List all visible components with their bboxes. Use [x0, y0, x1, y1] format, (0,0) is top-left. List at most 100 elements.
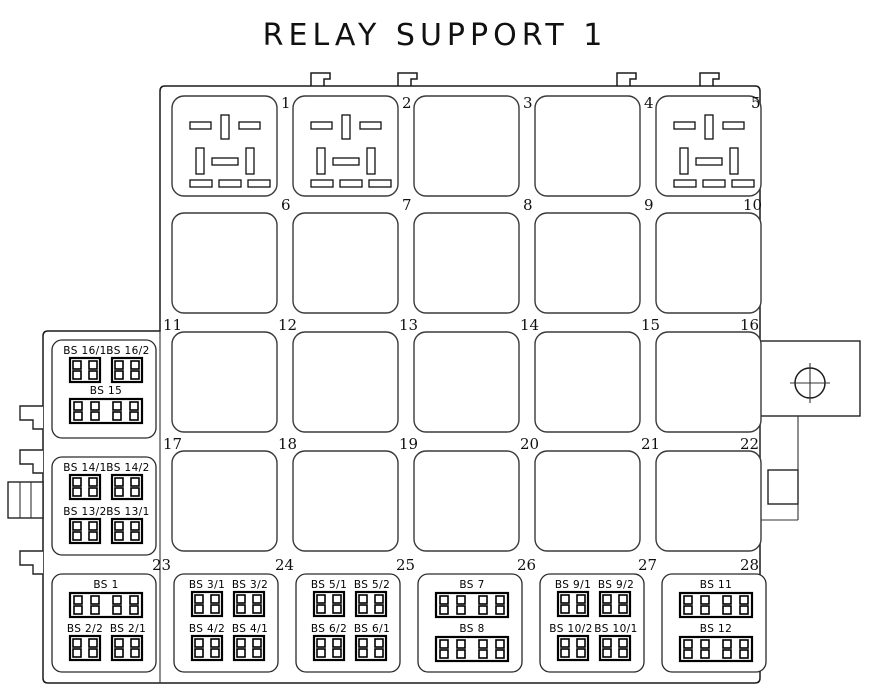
grid-number-12: 12	[278, 316, 297, 334]
relay-socket-11[interactable]	[171, 331, 278, 433]
pin-block-bs-11	[678, 591, 754, 619]
fuse-label-bs-5-1: BS 5/1	[311, 579, 347, 591]
relay-pin-pattern	[673, 114, 755, 188]
fuse-group-9-10[interactable]: BS 9/1 BS 9/2 BS 10/2 BS 10/1	[539, 573, 645, 673]
grid-number-5: 5	[751, 94, 761, 112]
grid-number-19: 19	[399, 435, 418, 453]
fuse-group-5-6[interactable]: BS 5/1 BS 5/2 BS 6/2 BS 6/1	[295, 573, 401, 673]
left-connector	[7, 481, 44, 519]
relay-grid	[171, 95, 762, 552]
fuse-group-3-4[interactable]: BS 3/1 BS 3/2 BS 4/2 BS 4/1	[173, 573, 279, 673]
pin-block-bs-1	[68, 591, 144, 619]
main-housing-outline	[42, 85, 761, 684]
left-clip-1	[19, 405, 43, 430]
relay-socket-6[interactable]	[171, 212, 278, 314]
fuse-label-bs-12: BS 12	[700, 623, 732, 635]
housing-body	[42, 85, 761, 684]
pin-block-bs-7	[434, 591, 510, 619]
relay-pin-pattern	[189, 114, 271, 188]
grid-number-1: 1	[281, 94, 291, 112]
relay-socket-2[interactable]	[292, 95, 399, 197]
left-clip-3	[19, 550, 43, 575]
grid-number-27: 27	[638, 556, 657, 574]
grid-number-7: 7	[402, 196, 412, 214]
relay-socket-7[interactable]	[292, 212, 399, 314]
relay-socket-4[interactable]	[534, 95, 641, 197]
fuse-group-11-12[interactable]: BS 11 BS 12	[661, 573, 767, 673]
grid-number-26: 26	[517, 556, 536, 574]
page-title: RELAY SUPPORT 1	[263, 18, 608, 53]
pin-block-bs-14-2	[110, 473, 144, 501]
pin-block-bs-13-2	[68, 517, 102, 545]
grid-numbers: 1 2 3 4 5 6 7 8 9 10 11 12 13 14 15 16 1…	[152, 94, 762, 574]
left-side-hardware	[7, 405, 44, 575]
relay-socket-14[interactable]	[534, 331, 641, 433]
pin-block-bs-12	[678, 635, 754, 663]
top-tab-3	[616, 72, 637, 86]
grid-number-28: 28	[740, 556, 759, 574]
fuse-label-bs-7: BS 7	[459, 579, 484, 591]
grid-number-11: 11	[163, 316, 182, 334]
grid-number-13: 13	[399, 316, 418, 334]
relay-socket-8[interactable]	[413, 212, 520, 314]
pin-block-bs-6-1	[354, 634, 388, 662]
pin-block-bs-6-2	[312, 634, 346, 662]
pin-block-bs-15	[68, 397, 144, 425]
relay-socket-19[interactable]	[413, 450, 520, 552]
fuse-group-16-15[interactable]: BS 16/1 BS 16/2 BS 15	[51, 339, 157, 439]
pin-block-bs-3-1	[190, 590, 224, 618]
pin-block-bs-4-2	[190, 634, 224, 662]
relay-socket-15[interactable]	[655, 331, 762, 433]
pin-block-bs-9-2	[598, 590, 632, 618]
fuse-group-1-2[interactable]: BS 1 BS 2/2 BS 2/1	[51, 573, 157, 673]
left-connector-ribs	[19, 482, 32, 518]
grid-number-18: 18	[278, 435, 297, 453]
pin-block-bs-9-1	[556, 590, 590, 618]
relay-socket-1[interactable]	[171, 95, 278, 197]
right-small-block	[767, 469, 799, 505]
grid-number-10: 10	[743, 196, 762, 214]
pin-block-bs-16-1	[68, 356, 102, 384]
fuse-label-bs-11: BS 11	[700, 579, 732, 591]
grid-number-17: 17	[163, 435, 182, 453]
pin-block-bs-13-1	[110, 517, 144, 545]
fuse-group-14-13[interactable]: BS 14/1 BS 14/2 BS 13/2 BS 13/1	[51, 456, 157, 556]
relay-socket-17[interactable]	[171, 450, 278, 552]
right-side-hardware	[759, 340, 861, 521]
grid-number-8: 8	[523, 196, 533, 214]
pin-block-bs-8	[434, 635, 510, 663]
relay-socket-12[interactable]	[292, 331, 399, 433]
fuse-label-bs-16-1: BS 16/1	[63, 345, 106, 357]
fuse-label-bs-16-2: BS 16/2	[106, 345, 149, 357]
relay-socket-18[interactable]	[292, 450, 399, 552]
fuse-label-bs-6-2: BS 6/2	[311, 623, 347, 635]
fuse-label-bs-15: BS 15	[90, 385, 122, 397]
fuse-label-bs-8: BS 8	[459, 623, 484, 635]
fuse-label-bs-10-1: BS 10/1	[594, 623, 637, 635]
top-tab-4	[699, 72, 720, 86]
fuse-label-bs-1: BS 1	[93, 579, 118, 591]
grid-number-24: 24	[275, 556, 294, 574]
bolt-hole-crosshair	[790, 363, 830, 403]
relay-socket-5[interactable]	[655, 95, 762, 197]
fuse-label-bs-2-1: BS 2/1	[110, 623, 146, 635]
pin-block-bs-3-2	[232, 590, 266, 618]
grid-number-21: 21	[641, 435, 660, 453]
fuse-label-bs-4-1: BS 4/1	[232, 623, 268, 635]
top-tab-1	[310, 72, 331, 86]
pin-block-bs-16-2	[110, 356, 144, 384]
relay-socket-9[interactable]	[534, 212, 641, 314]
fuse-label-bs-5-2: BS 5/2	[354, 579, 390, 591]
relay-socket-3[interactable]	[413, 95, 520, 197]
fuse-label-bs-10-2: BS 10/2	[549, 623, 592, 635]
relay-socket-20[interactable]	[534, 450, 641, 552]
relay-socket-13[interactable]	[413, 331, 520, 433]
relay-socket-21[interactable]	[655, 450, 762, 552]
fuse-label-bs-6-1: BS 6/1	[354, 623, 390, 635]
grid-number-9: 9	[644, 196, 654, 214]
fuse-group-7-8[interactable]: BS 7 BS 8	[417, 573, 523, 673]
pin-block-bs-14-1	[68, 473, 102, 501]
pin-block-bs-10-2	[556, 634, 590, 662]
relay-socket-10[interactable]	[655, 212, 762, 314]
